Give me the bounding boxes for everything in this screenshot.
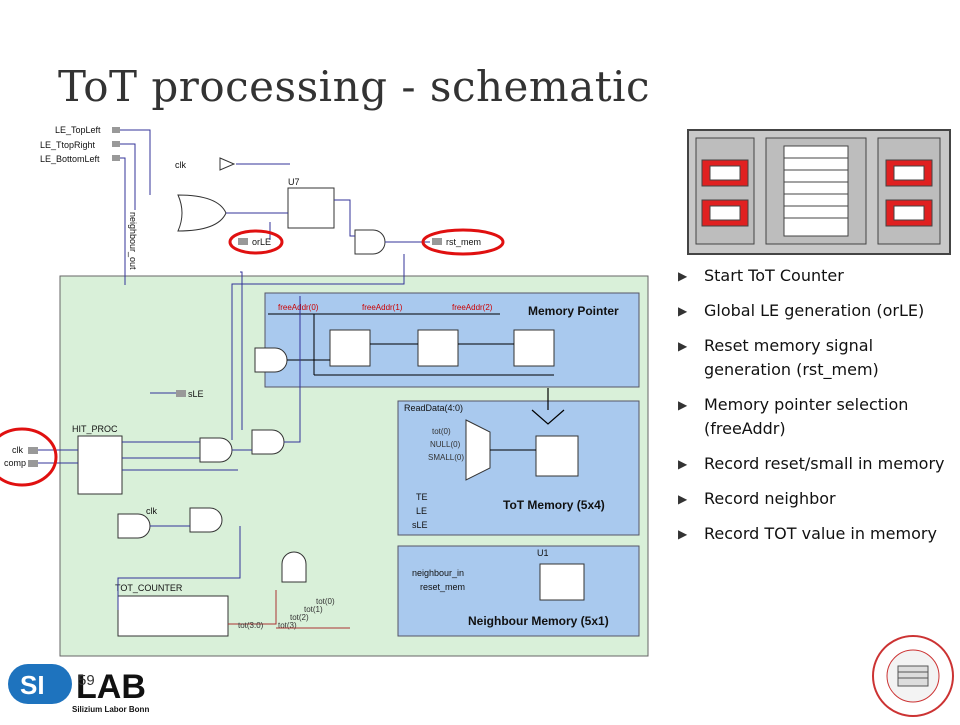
neighbour-out-label: neighbour_out xyxy=(128,212,138,270)
tot-bit-0: tot(0) xyxy=(316,597,335,606)
atlas-pixel-seal xyxy=(868,632,958,720)
page-number: 59 xyxy=(78,672,95,689)
arrow-bullet-icon: ▶ xyxy=(678,492,688,506)
latch-2 xyxy=(513,329,555,367)
clk-top-label: clk xyxy=(175,160,186,170)
bullet-item: ▶Record TOT value in memory xyxy=(676,522,946,546)
arrow-bullet-icon: ▶ xyxy=(678,269,688,283)
u7-label: U7 xyxy=(288,177,300,187)
tot-bit-1: tot(1) xyxy=(304,605,323,614)
tot-mem-latch xyxy=(535,435,579,477)
input-le-toprightt: LE_TtopRight xyxy=(40,140,96,150)
tot-counter-label: TOT_COUNTER xyxy=(115,583,183,593)
bullet-item: ▶Record reset/small in memory xyxy=(676,452,946,476)
bullet-item: ▶Start ToT Counter xyxy=(676,264,946,288)
neighbour-in-label: neighbour_in xyxy=(412,568,464,578)
port-clk-label: clk xyxy=(12,445,23,455)
hit-proc-label: HIT_PROC xyxy=(72,424,118,434)
tot-mem-in-0: tot(0) xyxy=(432,427,451,436)
arrow-bullet-icon: ▶ xyxy=(678,457,688,471)
arrow-bullet-icon: ▶ xyxy=(678,304,688,318)
tot-mem-ctrl-0: TE xyxy=(416,492,428,502)
arrow-bullet-icon: ▶ xyxy=(678,527,688,541)
latch-0 xyxy=(329,329,371,367)
u7-block xyxy=(287,187,335,229)
tot-bits-label: tot(3:0) xyxy=(238,621,264,630)
tot-bit-2: tot(2) xyxy=(290,613,309,622)
tot-counter-block xyxy=(117,595,229,637)
latch-1 xyxy=(417,329,459,367)
tot-mem-in-2: SMALL(0) xyxy=(428,453,464,462)
neighbour-memory-label: Neighbour Memory (5x1) xyxy=(468,614,609,628)
tot-memory-panel xyxy=(397,400,640,536)
tot-memory-label: ToT Memory (5x4) xyxy=(503,498,605,512)
chip-floorplan-diagram xyxy=(684,128,952,258)
rst-mem-highlight xyxy=(421,228,505,256)
free-addr-2: freeAddr(2) xyxy=(452,303,493,312)
svg-text:SI: SI xyxy=(20,670,45,700)
free-addr-1: freeAddr(1) xyxy=(362,303,403,312)
input-le-topleft: LE_TopLeft xyxy=(55,125,101,135)
tot-mem-in-1: NULL(0) xyxy=(430,440,461,449)
bullet-item: ▶Global LE generation (orLE) xyxy=(676,299,946,323)
reset-mem-label: reset_mem xyxy=(420,582,465,592)
u1-label: U1 xyxy=(537,548,549,558)
bullet-item: ▶Record neighbor xyxy=(676,487,946,511)
neighbour-memory-panel xyxy=(397,545,640,637)
tot-mem-ctrl-2: sLE xyxy=(412,520,428,530)
rst-mem-label: rst_mem xyxy=(446,237,481,247)
orle-label: orLE xyxy=(252,237,271,247)
bullet-list: ▶Start ToT Counter ▶Global LE generation… xyxy=(676,264,946,557)
silab-logo: SI LAB Silizium Labor Bonn xyxy=(8,656,168,716)
clk-comp-highlight xyxy=(0,427,58,487)
svg-text:Silizium Labor Bonn: Silizium Labor Bonn xyxy=(72,705,149,714)
orle-highlight xyxy=(228,229,284,255)
clk-mid-label: clk xyxy=(146,506,157,516)
input-le-bottomleft: LE_BottomLeft xyxy=(40,154,100,164)
tot-schematic: Memory Pointer freeAddr(0) freeAddr(1) f… xyxy=(0,125,649,657)
sle-label: sLE xyxy=(188,389,204,399)
tot-bit-3: tot(3) xyxy=(278,621,297,630)
bullet-item: ▶Memory pointer selection (freeAddr) xyxy=(678,395,909,438)
memory-pointer-label: Memory Pointer xyxy=(528,304,619,318)
free-addr-0: freeAddr(0) xyxy=(278,303,319,312)
bullet-item: ▶Reset memory signal generation (rst_mem… xyxy=(678,336,879,379)
arrow-bullet-icon: ▶ xyxy=(678,398,688,412)
slide-title: ToT processing - schematic xyxy=(58,62,651,111)
arrow-bullet-icon: ▶ xyxy=(678,339,688,353)
read-data-label: ReadData(4:0) xyxy=(404,403,463,413)
hit-proc-block xyxy=(77,435,123,495)
neighbour-latch xyxy=(539,563,585,601)
tot-mem-ctrl-1: LE xyxy=(416,506,427,516)
port-comp-label: comp xyxy=(4,458,26,468)
svg-text:LAB: LAB xyxy=(76,668,146,706)
